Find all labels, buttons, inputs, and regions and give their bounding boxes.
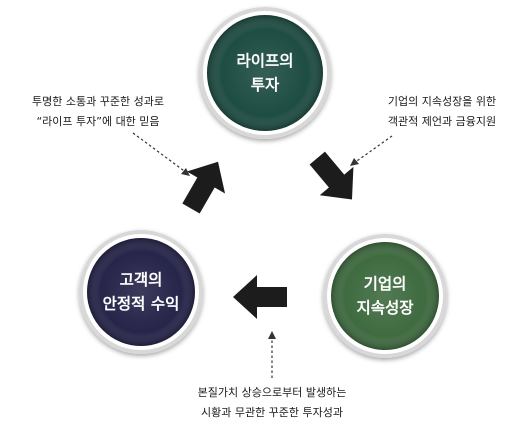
note-top-right-line2: 객관적 제언과 금융지원 [387, 115, 497, 128]
note-top-right: 기업의 지속성장을 위한 객관적 제언과 금융지원 [362, 92, 522, 132]
note-bottom-line2: 시황과 무관한 꾸준한 투자성과 [200, 406, 344, 419]
node-right-circle [323, 234, 447, 358]
node-top-circle [199, 7, 331, 139]
node-top-line1: 라이프의 [236, 52, 294, 70]
node-top-line2: 투자 [250, 76, 280, 94]
note-top-right-line1: 기업의 지속성장을 위한 [387, 95, 497, 108]
node-right-line1: 기업의 [363, 275, 407, 293]
node-left-line1: 고객의 [119, 271, 163, 289]
arrow-top-to-right [309, 151, 354, 200]
note-top-left: 투명한 소통과 꾸준한 성과로 “라이프 투자”에 대한 믿음 [8, 92, 188, 132]
node-left-label: 고객의 안정적 수익 [81, 268, 201, 316]
note-bottom-line1: 본질가치 상승으로부터 발생하는 [197, 386, 347, 399]
note-top-left-line1: 투명한 소통과 꾸준한 성과로 [32, 95, 164, 108]
node-left-line2: 안정적 수익 [102, 295, 180, 313]
note-bottom: 본질가치 상승으로부터 발생하는 시황과 무관한 꾸준한 투자성과 [167, 383, 377, 423]
arrow-right-to-left [233, 275, 287, 319]
leader-bottom-head [268, 331, 276, 339]
node-left-circle [79, 230, 203, 354]
arrow-left-to-top [182, 161, 226, 214]
node-top-label: 라이프의 투자 [205, 49, 325, 97]
leader-top-right-head [350, 158, 359, 166]
leader-top-right [353, 135, 393, 164]
node-right-line2: 지속성장 [356, 299, 414, 317]
node-right-label: 기업의 지속성장 [325, 272, 445, 320]
leader-top-left [132, 132, 188, 174]
leader-top-left-head [181, 168, 190, 176]
note-top-left-line2: “라이프 투자”에 대한 믿음 [36, 115, 160, 128]
